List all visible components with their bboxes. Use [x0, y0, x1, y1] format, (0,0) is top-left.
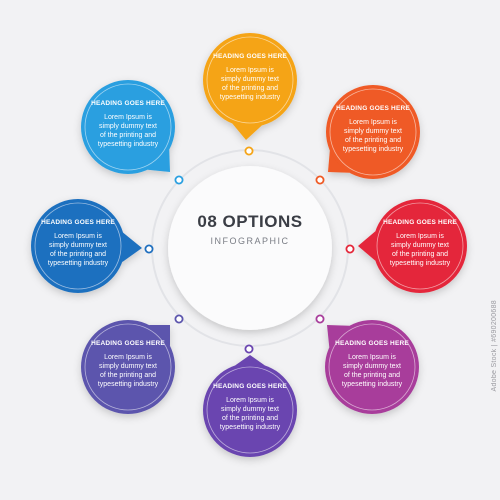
option-body-line: typesetting industry [219, 424, 281, 431]
option-body-line: of the printing and [343, 372, 401, 379]
option-body-line: typesetting industry [97, 141, 159, 148]
bubble-tail [232, 123, 262, 140]
option-body: Lorem Ipsum is simply dummy text of the pr… [78, 113, 178, 149]
option-text-top: HEADING GOES HERE Lorem Ipsum is simply du… [200, 53, 300, 102]
center-circle [168, 166, 332, 330]
option-body: Lorem Ipsum is simply dummy text of the pr… [200, 396, 300, 432]
connector-dot-top-right [315, 175, 325, 185]
option-body-line: of the printing and [391, 251, 449, 258]
center-label: 08 OPTIONS INFOGRAPHIC [170, 212, 330, 246]
option-text-bottom-left: HEADING GOES HERE Lorem Ipsum is simply du… [78, 340, 178, 389]
connector-dot-top-left [174, 175, 184, 185]
connector-dot-left [144, 244, 154, 254]
option-body: Lorem Ipsum is simply dummy text of the pr… [78, 353, 178, 389]
option-heading: HEADING GOES HERE [336, 105, 410, 112]
bubble-circle [373, 199, 467, 293]
bubble-circle [325, 320, 419, 414]
option-body-line: of the printing and [99, 132, 157, 139]
option-body-line: simply dummy text [344, 128, 402, 135]
bubble-inner-ring [84, 83, 172, 171]
bubble-inner-ring [206, 366, 294, 454]
option-heading: HEADING GOES HERE [335, 340, 409, 347]
bubble-tail [235, 355, 265, 366]
option-body-line: typesetting industry [97, 381, 159, 388]
option-body-line: simply dummy text [99, 363, 157, 370]
connector-dot-top [244, 146, 254, 156]
option-text-top-left: HEADING GOES HERE Lorem Ipsum is simply du… [78, 100, 178, 149]
option-body-line: Lorem Ipsum is [104, 114, 152, 121]
option-body-line: simply dummy text [99, 123, 157, 130]
bubble-inner-ring [376, 202, 464, 290]
option-body-line: of the printing and [221, 415, 279, 422]
connector-dot-right [345, 244, 355, 254]
option-body-line: typesetting industry [47, 260, 109, 267]
option-body-line: of the printing and [99, 372, 157, 379]
option-bubble-top [203, 33, 297, 140]
option-heading: HEADING GOES HERE [41, 219, 115, 226]
bubble-circle [203, 363, 297, 457]
option-body-line: simply dummy text [221, 76, 279, 83]
option-body: Lorem Ipsum is simply dummy text of the pr… [28, 232, 128, 268]
bubble-circle [326, 85, 420, 179]
option-body-line: Lorem Ipsum is [349, 119, 397, 126]
option-bubble-top-left [81, 80, 175, 174]
option-body-line: typesetting industry [341, 381, 403, 388]
option-body: Lorem Ipsum is simply dummy text of the pr… [322, 353, 422, 389]
bubble-circle [31, 199, 125, 293]
option-heading: HEADING GOES HERE [91, 100, 165, 107]
bubble-inner-ring [84, 323, 172, 411]
option-body: Lorem Ipsum is simply dummy text of the pr… [370, 232, 470, 268]
option-body-line: Lorem Ipsum is [226, 397, 274, 404]
option-body-line: Lorem Ipsum is [226, 67, 274, 74]
option-body-line: simply dummy text [343, 363, 401, 370]
bubble-circle [81, 80, 175, 174]
option-body-line: Lorem Ipsum is [348, 354, 396, 361]
center-title: 08 OPTIONS [197, 212, 303, 231]
option-text-left: HEADING GOES HERE Lorem Ipsum is simply du… [28, 219, 128, 268]
option-body-line: simply dummy text [391, 242, 449, 249]
center-subtitle: INFOGRAPHIC [210, 236, 290, 246]
bubble-tail [358, 231, 376, 261]
option-body-line: Lorem Ipsum is [54, 233, 102, 240]
option-bubble-left [31, 199, 142, 293]
option-body: Lorem Ipsum is simply dummy text of the pr… [200, 66, 300, 102]
option-text-bottom: HEADING GOES HERE Lorem Ipsum is simply du… [200, 383, 300, 432]
option-bubble-top-right [326, 85, 420, 179]
bubble-circle [203, 33, 297, 127]
connector-dot-bottom-left [174, 314, 184, 324]
option-body-line: simply dummy text [221, 406, 279, 413]
option-bubble-right [358, 199, 467, 293]
option-body-line: simply dummy text [49, 242, 107, 249]
option-bubble-bottom-left [81, 320, 175, 414]
connector-dot-bottom-right [315, 314, 325, 324]
bubble-tail [122, 232, 142, 263]
bubble-inner-ring [329, 88, 417, 176]
option-body-line: Lorem Ipsum is [396, 233, 444, 240]
bubble-inner-ring [206, 36, 294, 124]
stock-watermark: Adobe Stock | #690200688 [491, 300, 498, 392]
connector-dot-bottom [244, 344, 254, 354]
option-heading: HEADING GOES HERE [213, 383, 287, 390]
bubble-circle [81, 320, 175, 414]
option-heading: HEADING GOES HERE [213, 53, 287, 60]
option-body-line: Lorem Ipsum is [104, 354, 152, 361]
option-heading: HEADING GOES HERE [383, 219, 457, 226]
option-body: Lorem Ipsum is simply dummy text of the pr… [323, 118, 423, 154]
option-body-line: of the printing and [344, 137, 402, 144]
option-body-line: of the printing and [49, 251, 107, 258]
option-body-line: of the printing and [221, 85, 279, 92]
option-text-top-right: HEADING GOES HERE Lorem Ipsum is simply du… [323, 105, 423, 154]
option-text-bottom-right: HEADING GOES HERE Lorem Ipsum is simply du… [322, 340, 422, 389]
option-body-line: typesetting industry [389, 260, 451, 267]
bubble-inner-ring [328, 323, 416, 411]
option-body-line: typesetting industry [219, 94, 281, 101]
option-bubble-bottom [203, 355, 297, 457]
option-bubble-bottom-right [325, 320, 419, 414]
bubble-inner-ring [34, 202, 122, 290]
option-heading: HEADING GOES HERE [91, 340, 165, 347]
option-body-line: typesetting industry [342, 146, 404, 153]
option-text-right: HEADING GOES HERE Lorem Ipsum is simply du… [370, 219, 470, 268]
